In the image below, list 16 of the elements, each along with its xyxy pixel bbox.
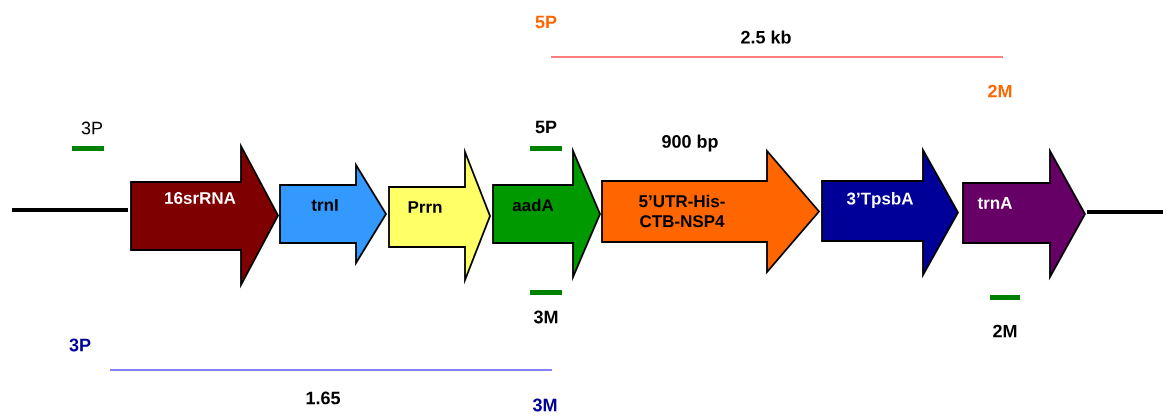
gene-segment: 3’TpsbA [821, 146, 960, 279]
primer-label: 3P [69, 338, 91, 352]
primer-label: 1.65 [306, 391, 341, 405]
gene-segment: 16srRNA [130, 142, 280, 289]
gene-segment: aadA [492, 146, 601, 282]
primer-label: 3M [532, 398, 557, 412]
primer-label: 2M [993, 324, 1017, 338]
primer-label: 3M [533, 310, 558, 324]
primer-label: 5P [535, 15, 557, 29]
primer-label: 3P [81, 121, 103, 135]
primer-label: 5P [535, 120, 557, 134]
primer-label: 2M [988, 84, 1012, 98]
primer-label: 2.5 kb [741, 30, 791, 44]
gene-segment: Prrn [388, 147, 491, 285]
gene-segment: trnI [279, 161, 388, 267]
gene-segment: trnA [962, 147, 1087, 281]
